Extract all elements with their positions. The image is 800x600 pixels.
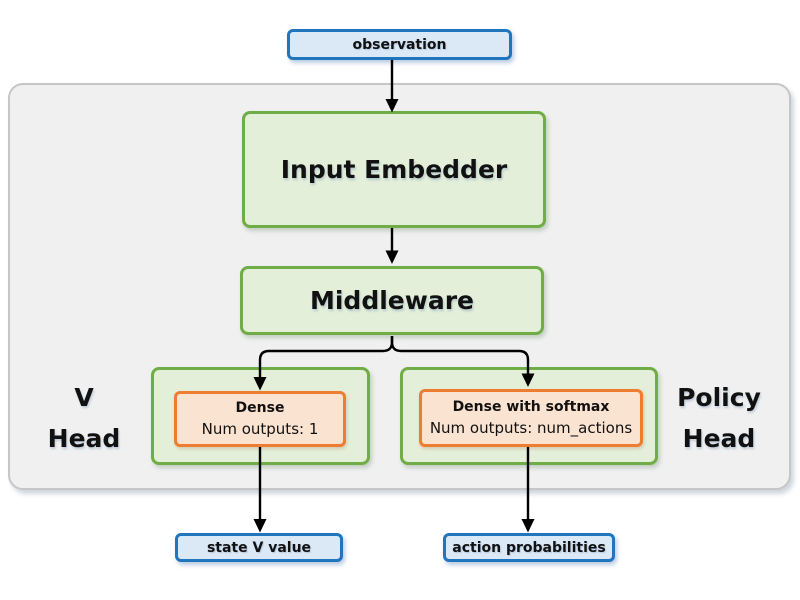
- node-observation-label: observation: [352, 36, 447, 53]
- policy-head-label: Policy Head: [658, 377, 780, 459]
- node-action-probabilities: action probabilities: [443, 533, 615, 562]
- node-input-embedder-label: Input Embedder: [280, 155, 508, 184]
- policy-head-label-line1: Policy: [677, 383, 761, 412]
- v-head-label-line2: Head: [47, 424, 121, 453]
- node-middleware-label: Middleware: [309, 286, 474, 315]
- node-state-v-value: state V value: [175, 533, 343, 562]
- state-v-value-label: state V value: [206, 539, 312, 556]
- node-input-embedder: Input Embedder: [242, 111, 546, 228]
- policy-dense-detail: Num outputs: num_actions: [429, 419, 633, 437]
- action-probabilities-label: action probabilities: [452, 539, 606, 556]
- node-policy-dense: Dense with softmax Num outputs: num_acti…: [419, 389, 643, 447]
- node-v-dense: Dense Num outputs: 1: [174, 391, 346, 447]
- node-observation: observation: [287, 29, 512, 60]
- arrowhead-statev: [253, 519, 267, 533]
- v-dense-title: Dense: [235, 400, 285, 416]
- v-dense-detail: Num outputs: 1: [201, 420, 319, 438]
- v-head-label: V Head: [28, 377, 140, 459]
- v-head-label-line1: V: [74, 383, 94, 412]
- policy-head-label-line2: Head: [682, 424, 756, 453]
- arrowhead-actionprob: [521, 519, 535, 533]
- policy-dense-title: Dense with softmax: [452, 399, 610, 415]
- node-middleware: Middleware: [240, 266, 544, 335]
